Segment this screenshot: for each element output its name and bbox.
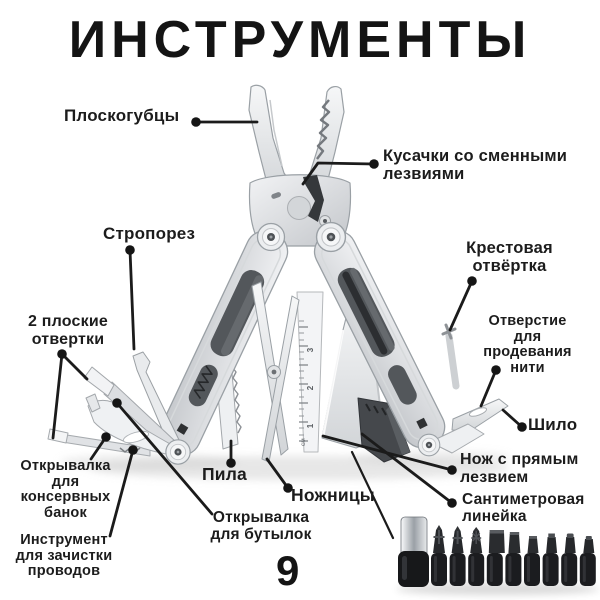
- bit-hex-small-icon: [583, 536, 595, 553]
- bit-driver-tool: [357, 397, 411, 463]
- label-wire-cutters: Кусачки со сменными лезвиями: [383, 147, 568, 184]
- leader-bottle-opener: [115, 401, 214, 516]
- bit-phillips-icon: [433, 525, 445, 553]
- label-scissors: Ножницы: [291, 485, 375, 505]
- cutter-lever: [303, 175, 324, 222]
- bit-sleeves: [431, 553, 596, 586]
- leader-scissors: [265, 457, 290, 490]
- label-flat-screwdrivers: 2 плоские отвертки: [28, 313, 108, 348]
- bit-phillips2-icon: [451, 526, 464, 553]
- right-fan-tool: [429, 423, 485, 454]
- leader-flat-screwdriver-2: [51, 352, 64, 440]
- phillips-screwdriver-tool: [441, 323, 460, 390]
- bit-pozidriv-icon: [470, 527, 483, 553]
- leader-ruler: [360, 432, 454, 505]
- page-title: ИНСТРУМЕНТЫ: [68, 11, 532, 69]
- ruler-mark-2: 2: [306, 385, 315, 390]
- ruler-tool: 3 2 1 см: [296, 291, 324, 453]
- leader-dots: [57, 117, 527, 508]
- scissors-tool: [251, 281, 300, 463]
- bit-square-icon: [546, 533, 558, 553]
- label-saw: Пила: [202, 464, 247, 484]
- leader-wire-stripper: [108, 448, 135, 538]
- bit-flat-wide-icon: [488, 530, 505, 553]
- leader-wire-cutters: [301, 161, 376, 186]
- label-straight-knife: Нож с прямым лезвием: [460, 451, 579, 486]
- strap-cutter-tool: [132, 351, 181, 449]
- bits-count-label: 9 БИТ: [276, 547, 364, 600]
- leader-strap-cutter: [128, 248, 136, 351]
- awl-tool: [451, 398, 509, 432]
- label-bottle-opener: Открывалка для бутылок: [210, 509, 312, 544]
- ruler-unit: см: [300, 438, 307, 446]
- bit-sleeve-highlights: [434, 556, 586, 582]
- label-awl: Шило: [528, 415, 578, 434]
- multitool-photo: 3 2 1 см: [47, 84, 509, 465]
- label-thread-hole: Отверстие для продевания нити: [483, 313, 572, 376]
- ruler-mark-3: 3: [306, 347, 315, 352]
- bit-set-photo: [350, 450, 600, 595]
- leader-flat-screwdriver-1: [60, 352, 89, 381]
- pivot-bolts: [165, 221, 441, 465]
- label-pliers: Плоскогубцы: [64, 106, 180, 125]
- label-phillips-screwdriver: Крестовая отвёртка: [466, 239, 553, 276]
- label-strap-cutter: Стропорез: [103, 224, 196, 243]
- label-can-opener: Открывалка для консервных банок: [20, 458, 111, 521]
- leader-phillips: [448, 279, 474, 332]
- label-wire-stripper: Инструмент для зачистки проводов: [15, 532, 113, 580]
- bit-hex-icon: [564, 533, 576, 553]
- pliers-jaws: [248, 84, 345, 196]
- right-handle: [313, 230, 446, 449]
- leader-thread-hole: [479, 368, 498, 408]
- bit-flat-small-icon: [527, 536, 539, 553]
- label-cm-ruler: Сантиметровая линейка: [462, 491, 585, 526]
- shadow: [60, 451, 510, 480]
- bit-flat-icon: [508, 532, 521, 553]
- bit-tips: [433, 525, 595, 553]
- bit-set-connector-line: [350, 450, 395, 540]
- ruler-mark-1: 1: [306, 423, 315, 428]
